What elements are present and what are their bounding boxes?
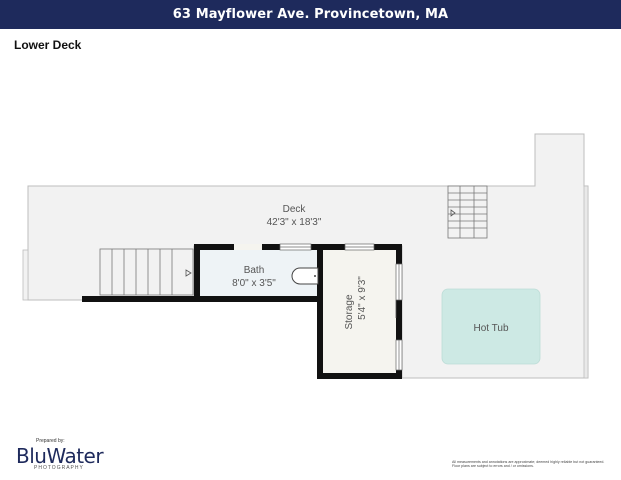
deck-dimensions: 42'3" x 18'3" — [267, 217, 322, 228]
bath-dimensions: 8'0" x 3'5" — [232, 278, 276, 289]
prepared-by-label: Prepared by: — [36, 438, 65, 444]
drain-icon — [314, 275, 316, 277]
deck-edge-right — [583, 185, 589, 379]
hot-tub — [441, 288, 541, 365]
walls — [82, 244, 402, 379]
bath-label: Bath — [244, 265, 265, 276]
disclaimer-text: All measurements and annotations are app… — [452, 460, 605, 469]
floor-level-title: Lower Deck — [14, 38, 82, 52]
deck-label: Deck — [283, 204, 307, 215]
brand-logo-subtitle: PHOTOGRAPHY — [34, 465, 84, 471]
deck-edge-left — [22, 249, 29, 301]
header-bar: 63 Mayflower Ave. Provincetown, MA — [0, 0, 621, 29]
storage-label: Storage — [344, 294, 355, 329]
stairs-upper — [447, 185, 488, 239]
stairs-lower-arrow — [185, 269, 192, 277]
door-opening — [234, 244, 262, 250]
brand-logo: BluWater — [16, 444, 104, 468]
hot-tub-label: Hot Tub — [473, 323, 508, 334]
bathtub-icon — [291, 267, 319, 285]
windows — [279, 243, 403, 371]
stairs-upper-arrow — [450, 209, 456, 217]
stairs-lower — [99, 248, 194, 296]
storage-room — [323, 250, 396, 374]
storage-dimensions: 5'4" x 9'3" — [357, 276, 368, 320]
property-address: 63 Mayflower Ave. Provincetown, MA — [172, 7, 449, 22]
